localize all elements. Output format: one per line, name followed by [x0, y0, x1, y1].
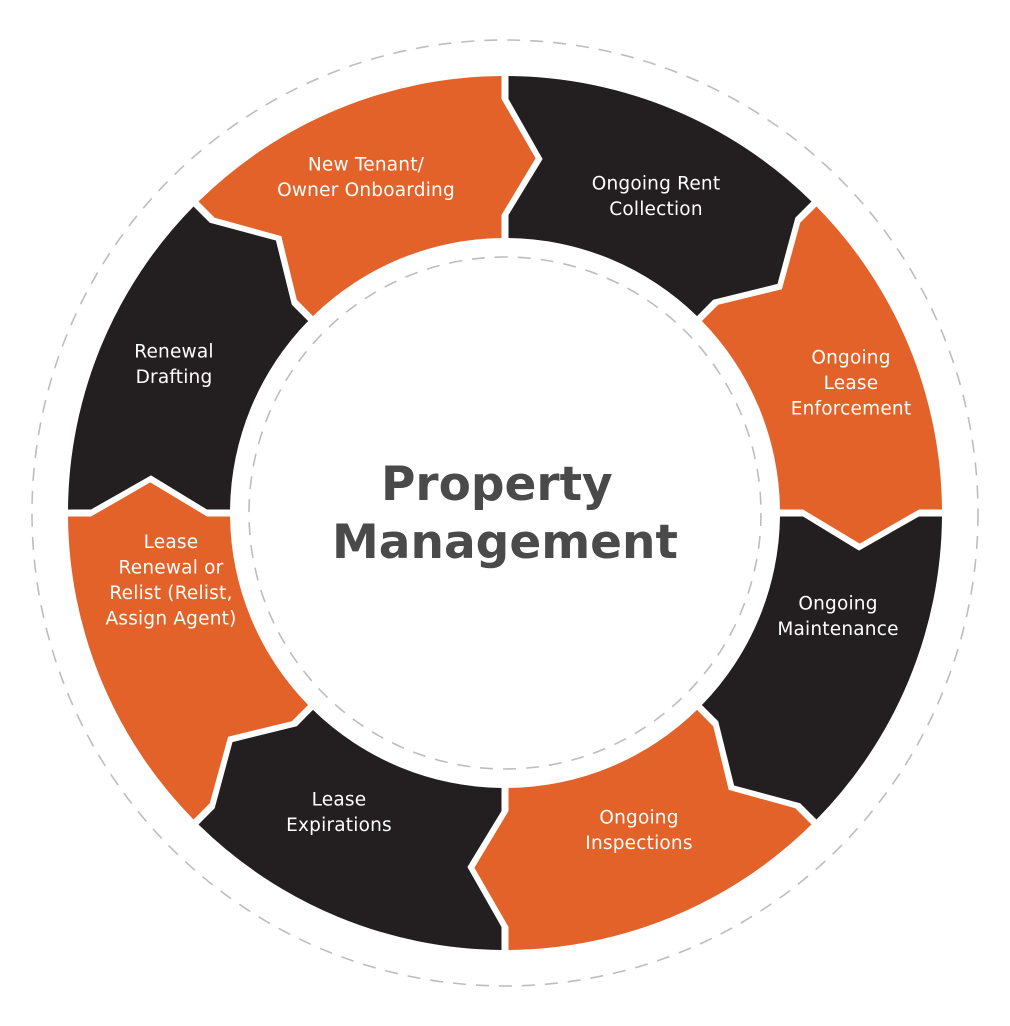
segment-arrow-shape [68, 482, 309, 820]
segment-label-line: Lease [312, 789, 367, 810]
segment-label-line: Collection [609, 199, 703, 220]
segment-label-line: Renewal [134, 341, 214, 362]
segment-label-line: Ongoing [811, 348, 890, 369]
segment-arrow-shape [198, 709, 502, 950]
segment-label: New Tenant/Owner Onboarding [277, 154, 455, 201]
segment-arrow-shape [508, 76, 812, 317]
segment-new-tenant-onboarding: New Tenant/Owner Onboarding [198, 76, 536, 317]
segment-label-line: Ongoing [798, 593, 877, 614]
segment-label-line: Assign Agent) [106, 608, 237, 629]
segment-label-line: Renewal or [119, 557, 224, 578]
segment-arrow-shape [474, 709, 812, 950]
inner-dashed-ring [248, 256, 762, 770]
segment-arrow-shape [701, 516, 942, 820]
segment-label-line: Owner Onboarding [277, 180, 455, 201]
segment-label-line: Relist (Relist, [109, 583, 232, 604]
segment-label-line: Maintenance [777, 619, 898, 640]
segment-label-line: Ongoing Rent [592, 173, 721, 194]
segment-arrow-shape [701, 206, 942, 544]
outer-dashed-ring [31, 39, 979, 987]
segment-label-line: Drafting [136, 367, 213, 388]
center-title-line: Property [381, 457, 613, 512]
segment-arrow-shape [198, 76, 536, 317]
segment-label-line: Lease [144, 532, 199, 553]
segment-label-line: New Tenant/ [308, 154, 425, 175]
center-title: Property Management [332, 457, 678, 570]
segment-label-line: Expirations [286, 815, 392, 836]
segment-label-line: Enforcement [791, 399, 912, 420]
segment-label-line: Inspections [585, 833, 692, 854]
segment-label-line: Lease [824, 373, 879, 394]
segment-arrow-shape [68, 206, 309, 510]
center-title-line: Management [332, 515, 678, 570]
segment-label-line: Ongoing [599, 807, 678, 828]
